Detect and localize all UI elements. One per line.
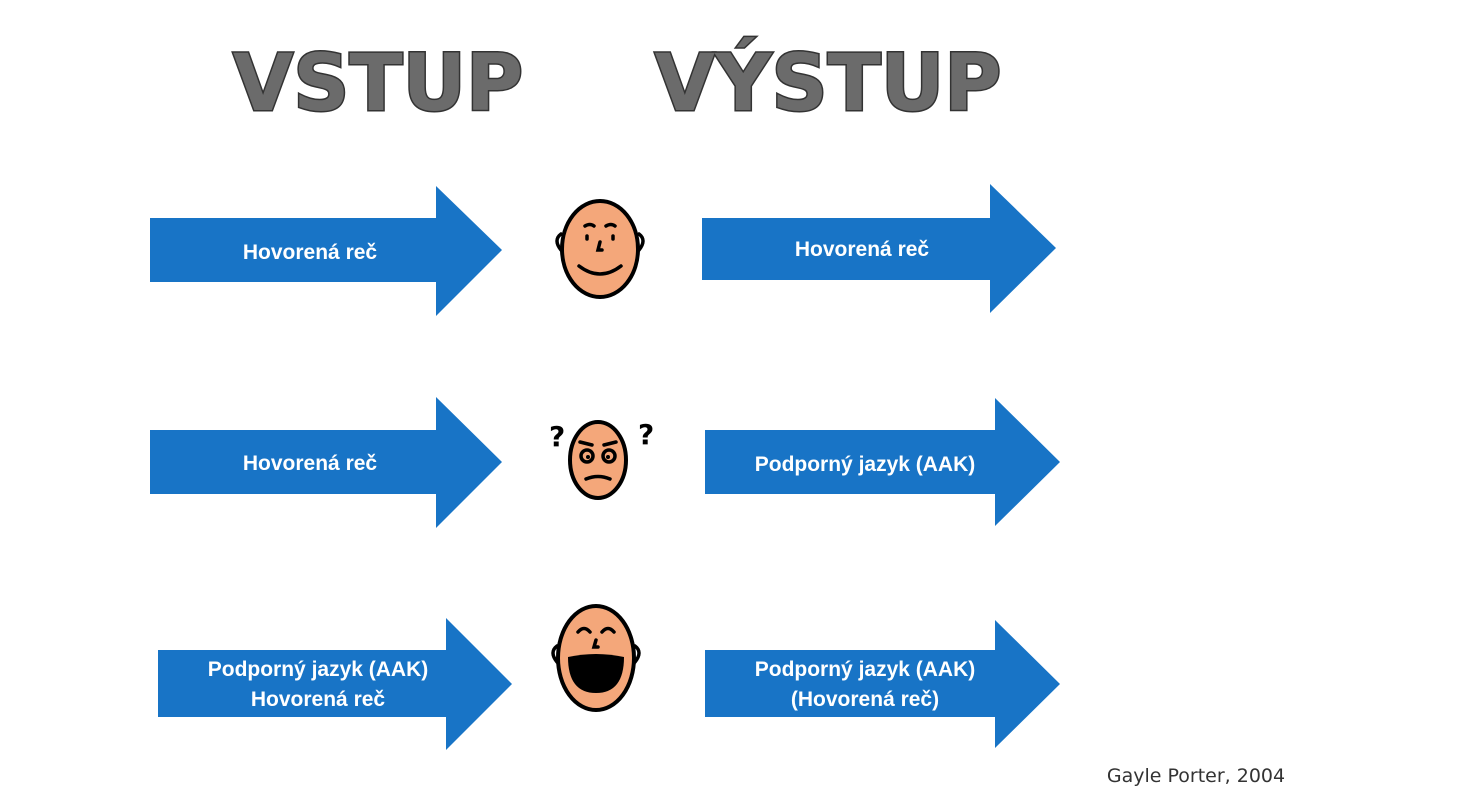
- row-3: Podporný jazyk (AAK) Hovorená reč Podpor…: [158, 604, 1060, 750]
- heading-output: VÝSTUP: [655, 37, 1002, 129]
- laughing-face-icon: [551, 604, 641, 712]
- row-2: Hovorená reč ? ? Podporný jazyk (AAK): [150, 397, 1060, 528]
- output-arrow-1: [702, 184, 1056, 313]
- svg-text:?: ?: [549, 420, 565, 453]
- citation: Gayle Porter, 2004: [1107, 765, 1285, 787]
- output-arrow-3: [705, 620, 1060, 748]
- output-arrow-1-label: Hovorená reč: [795, 238, 930, 261]
- input-arrow-1: [150, 186, 502, 316]
- smiling-face-icon: [555, 199, 645, 299]
- svg-text:?: ?: [638, 418, 654, 451]
- input-arrow-3: [158, 618, 512, 750]
- input-arrow-1-label: Hovorená reč: [243, 241, 378, 264]
- input-arrow-3-label-line-2: Hovorená reč: [251, 688, 386, 711]
- output-arrow-2: [705, 398, 1060, 526]
- input-arrow-3-label-line-1: Podporný jazyk (AAK): [208, 658, 429, 681]
- heading-input: VSTUP: [233, 39, 523, 129]
- output-arrow-3-label-line-1: Podporný jazyk (AAK): [755, 658, 976, 681]
- output-arrow-3-label-line-2: (Hovorená reč): [791, 688, 939, 711]
- input-arrow-2-label: Hovorená reč: [243, 452, 378, 475]
- confused-face-icon: ? ?: [549, 418, 654, 500]
- input-arrow-2: [150, 397, 502, 528]
- output-arrow-2-label: Podporný jazyk (AAK): [755, 453, 976, 476]
- row-1: Hovorená reč Hovorená reč: [150, 184, 1056, 316]
